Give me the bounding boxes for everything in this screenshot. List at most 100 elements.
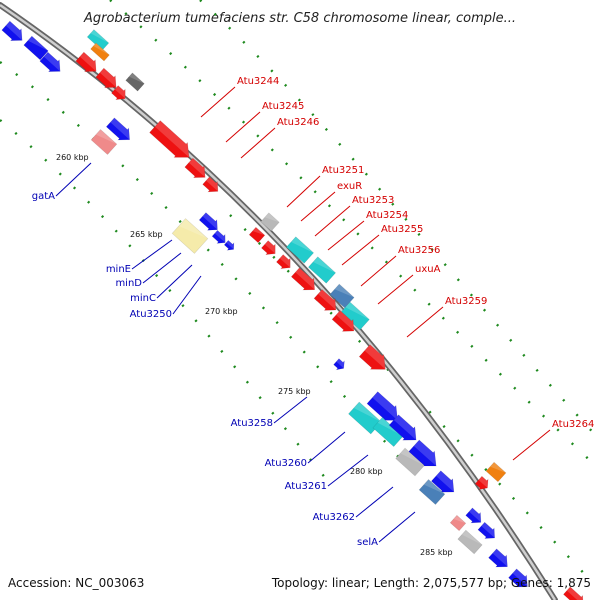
gene-label-atu3261[interactable]: Atu3261: [285, 481, 327, 492]
gene-label-atu3250[interactable]: Atu3250: [130, 309, 172, 320]
gene-arrow-28-shine: [318, 289, 336, 311]
gene-arrow-42[interactable]: [449, 514, 467, 532]
gene-arrow-35[interactable]: [388, 413, 422, 446]
gene-arrow-21[interactable]: [260, 239, 280, 259]
gene-arrow-48-shine: [566, 586, 584, 600]
leader-line-minc: [156, 264, 193, 299]
gene-arrow-37[interactable]: [395, 447, 425, 477]
gene-arrow-14[interactable]: [201, 175, 222, 196]
gene-label-gata[interactable]: gatA: [32, 191, 55, 202]
gene-arrow-21-body: [261, 240, 276, 256]
gene-arrow-33[interactable]: [348, 401, 382, 435]
gene-arrow-25[interactable]: [329, 283, 355, 309]
gene-label-atu3259[interactable]: Atu3259: [445, 296, 487, 307]
gene-arrow-8-body: [111, 85, 126, 101]
gene-label-atu3244[interactable]: Atu3244: [237, 76, 279, 87]
leader-line-exur: [300, 191, 336, 222]
gene-arrow-10[interactable]: [90, 129, 118, 155]
gene-arrow-45[interactable]: [457, 529, 483, 555]
gene-arrow-47-shine: [512, 568, 528, 587]
gene-label-atu3256[interactable]: Atu3256: [398, 245, 440, 256]
gene-arrow-19[interactable]: [260, 212, 280, 232]
gene-arrow-41[interactable]: [485, 461, 507, 483]
gene-arrow-22[interactable]: [275, 253, 295, 273]
gene-arrow-17[interactable]: [211, 229, 229, 247]
gene-arrow-30[interactable]: [358, 343, 392, 377]
gene-arrow-23-shine: [291, 236, 314, 253]
gene-arrow-32-body: [366, 391, 398, 421]
gene-label-atu3245[interactable]: Atu3245: [262, 101, 304, 112]
gene-arrow-29[interactable]: [331, 309, 360, 337]
gene-arrow-38-shine: [436, 470, 454, 493]
gene-arrow-27-shine: [295, 267, 315, 290]
gene-arrow-24[interactable]: [307, 256, 337, 284]
gene-label-atu3264[interactable]: Atu3264: [552, 419, 594, 430]
gene-arrow-16[interactable]: [198, 211, 222, 235]
gene-arrow-38[interactable]: [430, 469, 460, 498]
gene-arrow-44[interactable]: [477, 521, 500, 543]
gene-arrow-2[interactable]: [23, 35, 49, 61]
gene-arrow-45-body: [457, 529, 483, 555]
gene-arrow-13[interactable]: [183, 157, 210, 184]
gene-arrow-15-shine: [178, 218, 208, 239]
gene-arrow-26[interactable]: [340, 301, 370, 331]
gene-label-atu3258[interactable]: Atu3258: [231, 418, 273, 429]
gene-arrow-41-body: [485, 461, 507, 483]
gene-label-uxua[interactable]: uxuA: [415, 264, 441, 275]
gene-arrow-18[interactable]: [223, 239, 237, 253]
gene-arrow-36-shine: [413, 440, 437, 467]
gene-arrow-31[interactable]: [332, 357, 347, 373]
leader-line-atu3264: [512, 429, 551, 461]
gene-arrow-8-shine: [114, 85, 126, 99]
scale-label-2: 270 kbp: [205, 307, 238, 316]
gene-label-mind[interactable]: minD: [115, 278, 142, 289]
gene-arrow-17-body: [211, 229, 226, 244]
gene-arrow-23[interactable]: [285, 236, 315, 264]
gene-arrow-11[interactable]: [105, 116, 135, 145]
gene-arrow-48[interactable]: [562, 585, 588, 600]
gene-arrow-20[interactable]: [248, 226, 266, 244]
gene-arrow-40[interactable]: [474, 475, 492, 493]
gene-arrow-47[interactable]: [507, 567, 533, 592]
gene-label-minc[interactable]: minC: [130, 293, 156, 304]
gene-arrow-46[interactable]: [487, 547, 513, 572]
gene-arrow-9-shine: [129, 72, 145, 84]
gene-arrow-2-shine: [27, 36, 49, 51]
gene-label-atu3260[interactable]: Atu3260: [265, 458, 307, 469]
gene-arrow-27[interactable]: [290, 266, 320, 295]
gene-arrow-3[interactable]: [38, 51, 65, 78]
gene-label-atu3246[interactable]: Atu3246: [277, 117, 319, 128]
gene-label-sela[interactable]: selA: [357, 537, 378, 548]
gene-label-atu3255[interactable]: Atu3255: [381, 224, 423, 235]
gene-label-atu3254[interactable]: Atu3254: [366, 210, 408, 221]
gene-label-mine[interactable]: minE: [106, 264, 131, 275]
gene-arrow-18-body: [223, 240, 235, 251]
gene-arrow-24-shine: [313, 256, 336, 273]
gene-arrow-39-body: [418, 479, 446, 505]
gene-arrow-30-body: [358, 344, 386, 370]
gene-label-atu3251[interactable]: Atu3251: [322, 165, 364, 176]
gene-arrow-32[interactable]: [366, 390, 405, 428]
gene-arrow-21-shine: [264, 240, 276, 254]
gene-arrow-5[interactable]: [90, 42, 110, 62]
gene-arrow-46-body: [488, 548, 508, 568]
gene-arrow-8[interactable]: [110, 84, 130, 104]
gene-arrow-14-body: [202, 176, 219, 193]
gene-arrow-15[interactable]: [171, 218, 209, 254]
gene-arrow-12[interactable]: [148, 119, 196, 165]
gene-arrow-6[interactable]: [74, 51, 101, 78]
gene-arrow-2-body: [23, 35, 49, 61]
gene-arrow-1[interactable]: [0, 20, 27, 47]
leader-line-atu3244: [200, 86, 236, 118]
gene-label-atu3253[interactable]: Atu3253: [352, 195, 394, 206]
gene-arrow-7[interactable]: [94, 67, 121, 94]
gene-arrow-25-body: [329, 283, 355, 309]
gene-label-exur[interactable]: exuR: [337, 181, 362, 192]
gene-arrow-43[interactable]: [464, 506, 485, 527]
gene-label-atu3262[interactable]: Atu3262: [313, 512, 355, 523]
gene-arrow-39[interactable]: [418, 479, 446, 505]
gene-arrow-28[interactable]: [313, 288, 342, 316]
gene-arrow-12-shine: [154, 120, 190, 158]
leader-line-atu3258: [273, 396, 308, 424]
gene-arrow-9[interactable]: [125, 72, 145, 92]
